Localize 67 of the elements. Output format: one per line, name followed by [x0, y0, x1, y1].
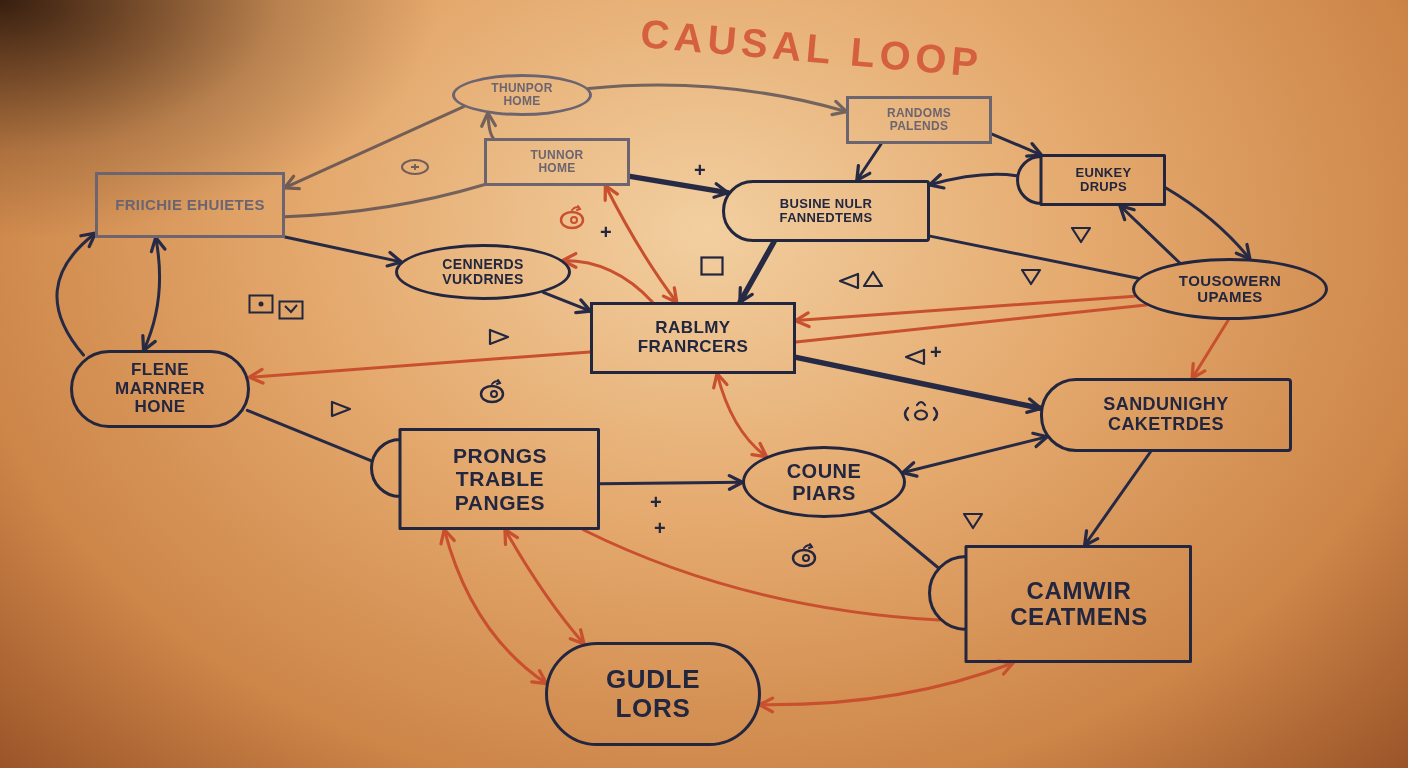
process-box — [846, 96, 992, 144]
double-arrow — [503, 527, 586, 646]
node-label: EUNKEY DRUPS — [1074, 165, 1133, 195]
node-label: SANDUNIGHY CAKETRDES — [1102, 395, 1230, 435]
tab-node — [1016, 154, 1166, 206]
polarity-sign: + — [600, 222, 612, 242]
arrow — [480, 111, 498, 140]
arrow — [927, 172, 1018, 190]
oval-node — [742, 446, 906, 518]
double-arrow — [140, 235, 167, 353]
node-label: FLENE MARNRER HONE — [114, 360, 206, 418]
node-label: FRIICHIE EHUIETES — [115, 196, 265, 214]
polarity-sign: + — [650, 492, 662, 512]
arrow — [587, 83, 849, 117]
polarity-sign: + — [930, 342, 942, 362]
arrow — [598, 473, 745, 491]
node-label: RANDOMS PALENDS — [885, 106, 953, 134]
connector-line — [283, 183, 486, 219]
node-label: TUNNOR HOME — [529, 148, 585, 176]
process-box — [590, 302, 796, 374]
double-arrow — [603, 183, 679, 305]
node-label: BUSINE NULR FANNEDTEMS — [778, 196, 874, 226]
tab-node — [370, 428, 600, 530]
oval-node — [395, 244, 571, 300]
title: CAUSAL LOOP — [638, 10, 986, 87]
rounded-node — [1040, 378, 1292, 452]
connector-line — [928, 234, 1140, 280]
arrow — [1118, 204, 1181, 264]
double-arrow — [900, 431, 1049, 478]
rounded-node — [545, 642, 761, 746]
arrow — [561, 252, 654, 304]
polarity-sign: + — [654, 518, 666, 538]
oval-node — [452, 74, 592, 116]
oval-node — [1132, 258, 1328, 320]
double-arrow — [712, 371, 769, 459]
arrow — [283, 235, 404, 268]
rounded-node — [70, 350, 250, 428]
arrow — [737, 239, 777, 305]
arrow — [1082, 450, 1152, 548]
node-label: THUNPOR HOME — [490, 81, 554, 109]
node-label: CAMWIR CEATMENS — [1009, 577, 1149, 631]
arrow — [627, 173, 731, 199]
node-label: COUNE PIARS — [785, 460, 863, 504]
connector-line — [869, 510, 940, 569]
tab-node — [928, 545, 1192, 663]
arrow — [855, 142, 883, 183]
process-box — [95, 172, 285, 238]
double-arrow — [439, 527, 549, 686]
process-box — [484, 138, 630, 186]
node-label: PRONGS TRABLE PANGES — [451, 444, 549, 514]
arrow — [1164, 186, 1252, 261]
connector-line — [582, 528, 941, 622]
arrow — [247, 350, 592, 385]
node-label: CENNERDS VUKDRNES — [441, 256, 525, 288]
arrow — [1190, 318, 1230, 381]
connector-line — [794, 303, 1148, 344]
arrow — [990, 132, 1044, 158]
connector-line — [245, 408, 373, 463]
arrow — [541, 290, 593, 315]
node-label: GUDLE LORS — [604, 665, 702, 723]
arrow — [55, 231, 98, 357]
arrow — [282, 105, 466, 191]
rounded-node — [722, 180, 930, 242]
arrow — [793, 294, 1137, 329]
polarity-sign: + — [694, 160, 706, 180]
node-label: RABLMY FRANRCERS — [636, 319, 750, 357]
node-label: TOUSOWERN UPAMES — [1177, 272, 1283, 306]
